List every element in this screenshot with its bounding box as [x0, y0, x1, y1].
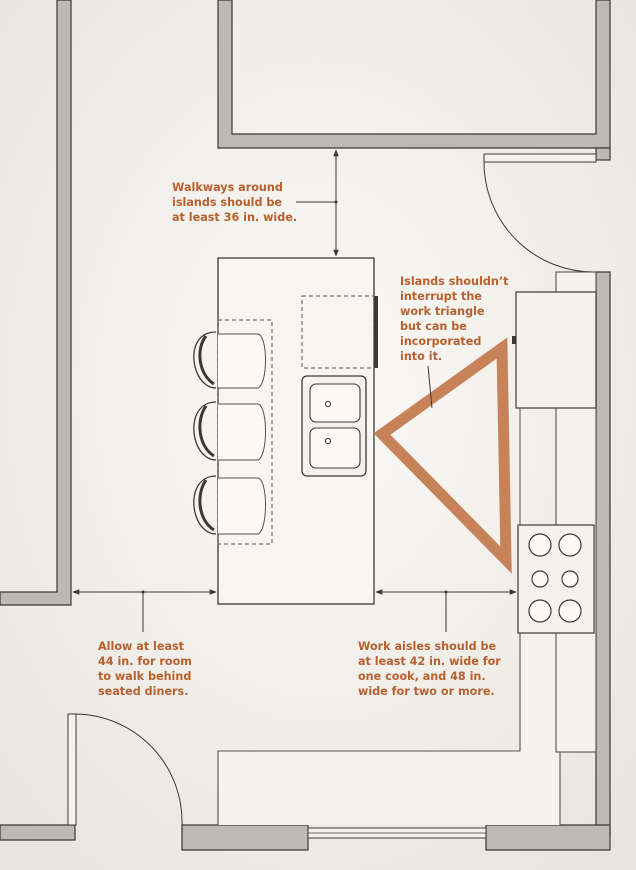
- left-wall: [0, 0, 72, 606]
- bar-stool-icon: [193, 401, 266, 461]
- double-sink-icon: [301, 375, 367, 477]
- refrigerator: [515, 291, 597, 409]
- door-swing-icon: [483, 153, 597, 273]
- islands-leader: [427, 365, 433, 409]
- work-aisle-note: Work aisles should be at least 42 in. wi…: [358, 640, 501, 698]
- bottom-wall: [0, 824, 76, 841]
- walkway-dimension: [296, 149, 339, 257]
- bar-stool-icon: [193, 475, 266, 535]
- bottom-wall-right: [181, 824, 309, 851]
- cooktop-icon: [517, 524, 595, 634]
- walkway-note: Walkways around islands should be at lea…: [172, 181, 298, 224]
- top-pantry-wall: [217, 0, 611, 149]
- right-wall-lower: [595, 271, 611, 837]
- island-triangle-note: Islands shouldn’t interrupt the work tri…: [400, 275, 509, 363]
- bottom-wall-far: [485, 824, 611, 851]
- diner-aisle-dimension: [72, 589, 217, 632]
- work-aisle-dimension: [375, 589, 517, 632]
- bar-stool-icon: [193, 331, 266, 389]
- work-triangle: [373, 337, 512, 574]
- door-swing-icon: [67, 713, 183, 826]
- diner-clearance-note: Allow at least 44 in. for room to walk b…: [98, 640, 192, 698]
- right-wall-upper: [595, 147, 611, 161]
